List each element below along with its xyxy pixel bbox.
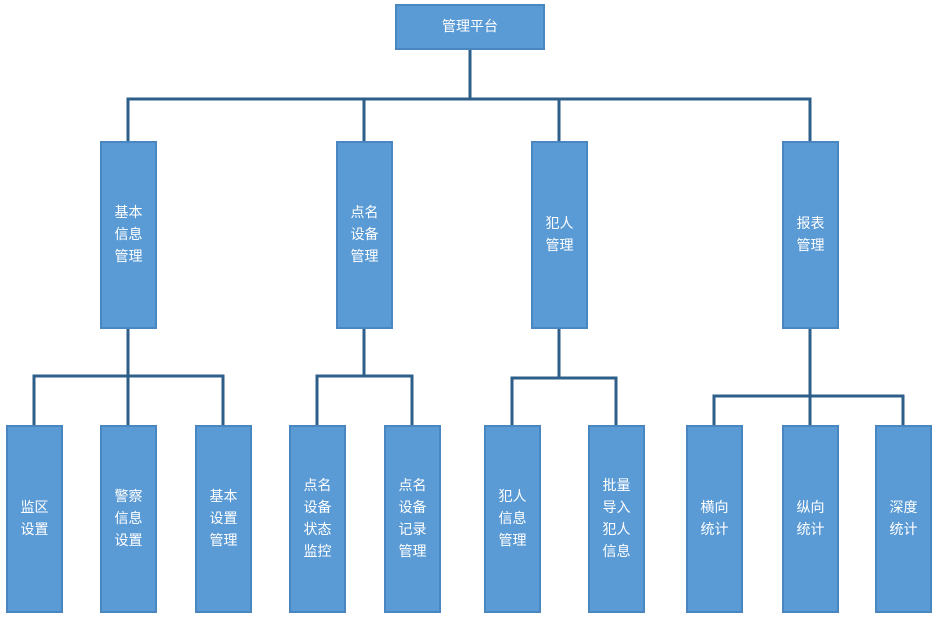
leaf-box: 警察 信息 设置 [100, 425, 157, 613]
leaf-label: 基本 设置 管理 [209, 489, 238, 549]
leaf-box: 监区 设置 [6, 425, 63, 613]
module-box-report: 报表 管理 [782, 141, 839, 329]
module-box-basic-info: 基本 信息 管理 [100, 141, 157, 329]
leaf-box: 基本 设置 管理 [195, 425, 252, 613]
module-label: 基本 信息 管理 [114, 205, 143, 265]
leaf-label: 警察 信息 设置 [114, 489, 143, 549]
leaf-label: 批量 导入 犯人 信息 [602, 478, 631, 560]
root-box: 管理平台 [395, 4, 545, 50]
leaf-label: 监区 设置 [20, 500, 49, 538]
leaf-box: 批量 导入 犯人 信息 [588, 425, 645, 613]
leaf-box: 犯人 信息 管理 [484, 425, 541, 613]
leaf-box: 深度 统计 [875, 425, 932, 613]
leaf-box: 点名 设备 状态 监控 [289, 425, 346, 613]
module-box-prisoner: 犯人 管理 [531, 141, 588, 329]
module-label: 犯人 管理 [545, 216, 574, 254]
leaf-label: 点名 设备 记录 管理 [398, 478, 427, 560]
leaf-box: 纵向 统计 [782, 425, 839, 613]
module-label: 点名 设备 管理 [350, 205, 379, 265]
leaf-box: 点名 设备 记录 管理 [384, 425, 441, 613]
module-label: 报表 管理 [796, 216, 825, 254]
leaf-label: 深度 统计 [889, 500, 918, 538]
leaf-box: 横向 统计 [686, 425, 743, 613]
leaf-label: 犯人 信息 管理 [498, 489, 527, 549]
leaf-label: 横向 统计 [700, 500, 729, 538]
leaf-label: 纵向 统计 [796, 500, 825, 538]
root-label: 管理平台 [442, 19, 498, 35]
leaf-label: 点名 设备 状态 监控 [303, 478, 332, 560]
module-box-rollcall-device: 点名 设备 管理 [336, 141, 393, 329]
